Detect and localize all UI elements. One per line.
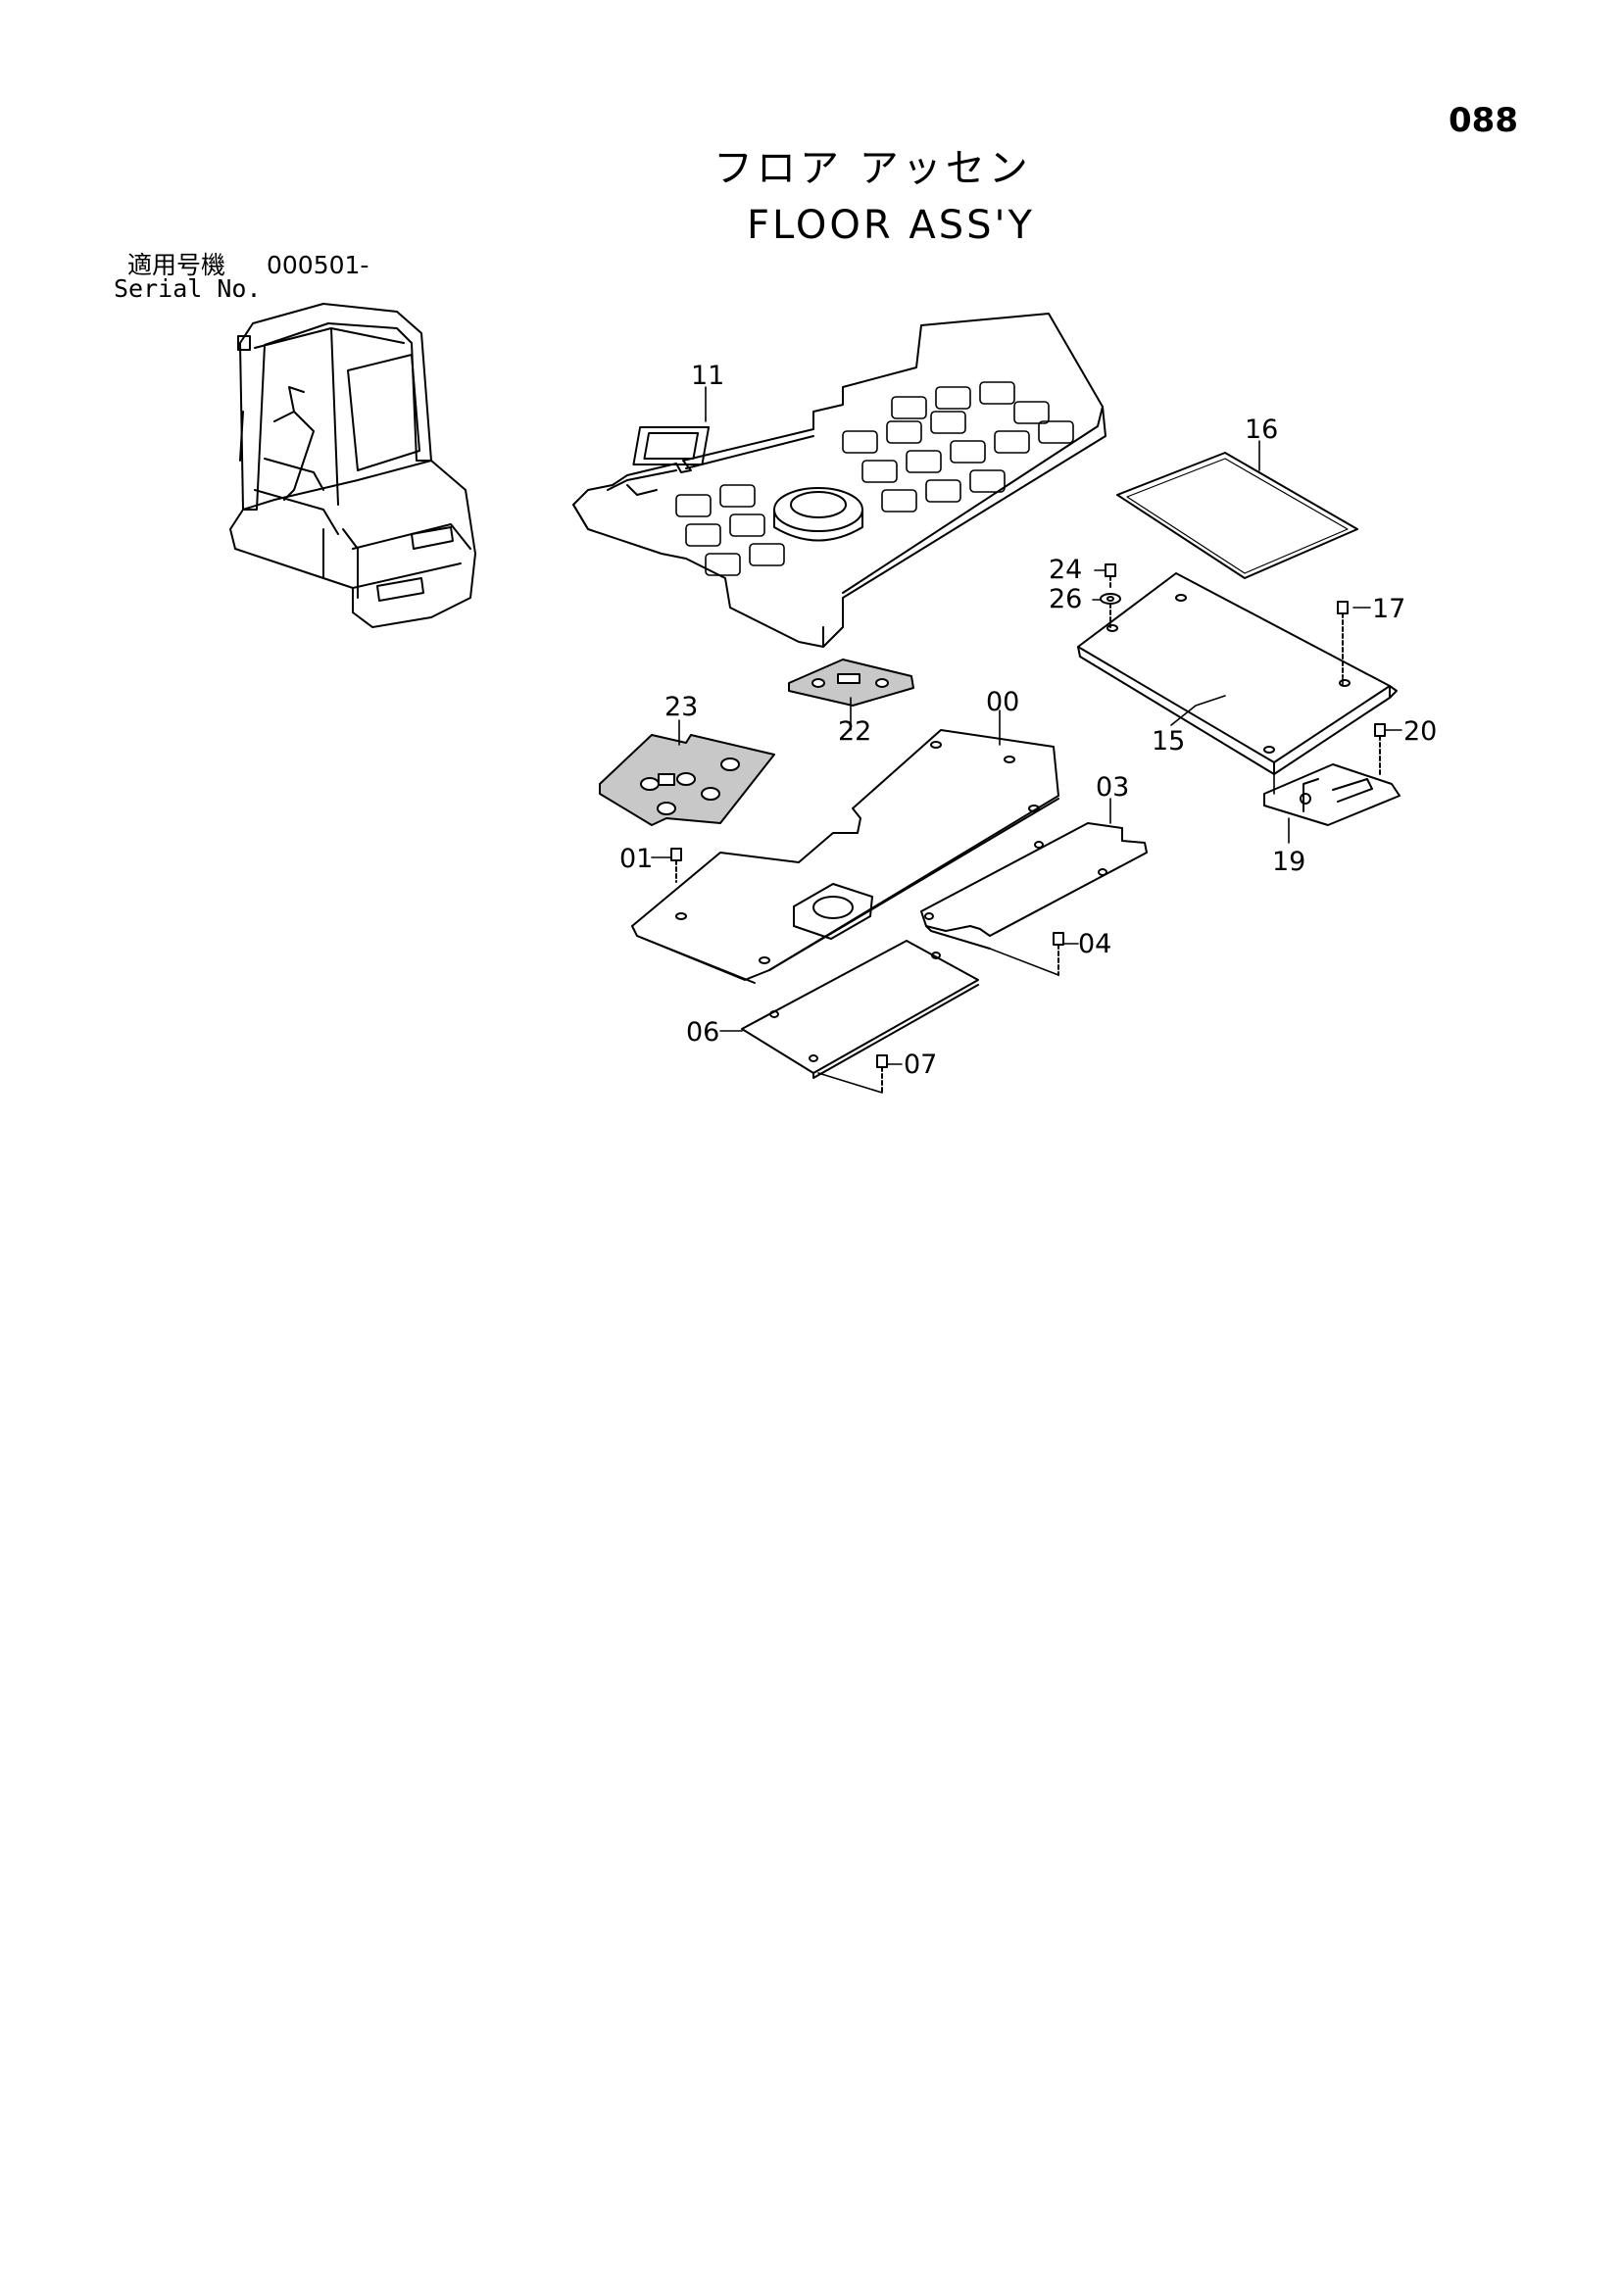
callout-17: 17 [1372,594,1405,624]
callout-20: 20 [1403,716,1437,747]
part-15-cover-plate [1077,572,1398,775]
callout-07: 07 [904,1050,937,1080]
page-title-english: FLOOR ASS'Y [747,203,1035,248]
callout-06: 06 [686,1017,719,1048]
bolt-24 [1105,563,1116,589]
callout-11: 11 [691,361,724,391]
page-title-japanese: フロア アッセン [713,146,1032,191]
callout-16: 16 [1245,415,1278,445]
excavator-overview-illustration [229,303,476,628]
part-11-floor-mat [572,313,1106,648]
callout-labels: 11 16 24 26 17 23 00 22 15 20 03 19 01 0… [619,361,1437,1080]
bolt-04 [1053,932,1064,976]
callout-15: 15 [1152,726,1185,757]
washer-26 [1100,593,1121,628]
callout-00: 00 [986,687,1019,717]
bolt-07 [876,1054,888,1094]
callout-22: 22 [838,716,871,747]
part-23-plate [599,734,775,826]
callout-01: 01 [619,844,653,874]
part-16-sheet [1116,452,1358,579]
callout-23: 23 [664,692,698,722]
bolt-20 [1374,723,1386,775]
callout-03: 03 [1096,772,1129,803]
callout-19: 19 [1272,847,1305,877]
callout-04: 04 [1078,929,1111,959]
callout-24: 24 [1049,555,1082,585]
part-03-side-plate [920,822,1148,950]
serial-label-english: Serial No. [114,274,262,303]
bolt-17 [1337,601,1349,677]
leader-lines [651,386,1402,1094]
serial-number-value: 000501- [267,251,369,279]
bolt-01 [670,848,682,883]
serial-label-japanese: 適用号機 [127,251,226,279]
part-22-plate [788,659,914,707]
callout-26: 26 [1049,584,1082,614]
part-00-floor-plate [631,729,1059,984]
part-06-plate [741,940,979,1079]
part-19-bracket [1263,763,1401,826]
page-number: 088 [1449,101,1518,140]
